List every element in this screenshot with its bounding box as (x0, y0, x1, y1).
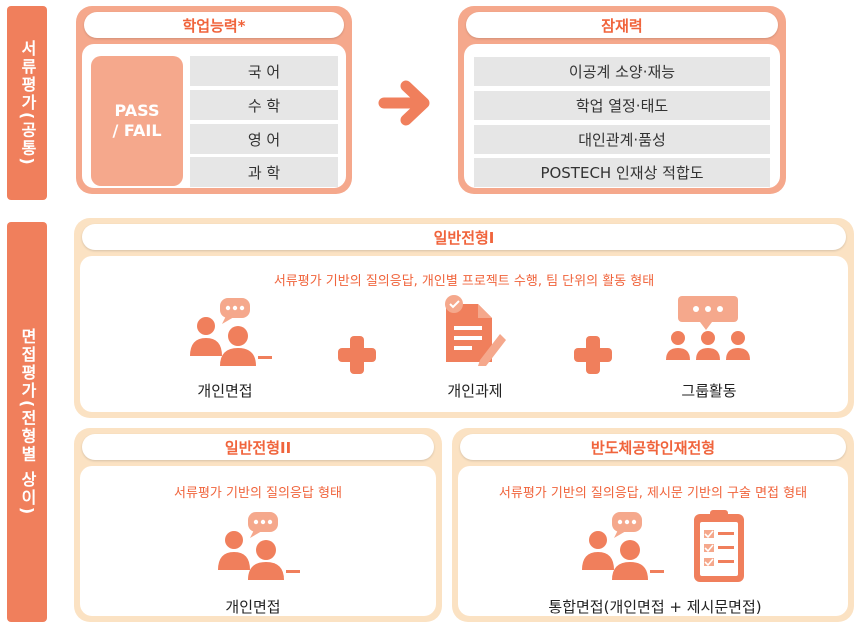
assignment-icon (445, 295, 506, 366)
interview-icon (218, 512, 300, 580)
general-track-1-title: 일반전형I (82, 224, 846, 250)
potential-item: POSTECH 인재상 적합도 (474, 158, 770, 187)
potential-title: 잠재력 (466, 12, 778, 38)
document-review-side-label: 서류평가(공통) (7, 6, 47, 200)
general-track-2-description: 서류평가 기반의 질의응답 형태 (174, 486, 342, 501)
individual-task-label: 개인과제 (447, 382, 503, 400)
semiconductor-track-description: 서류평가 기반의 질의응답, 제시문 기반의 구술 면접 형태 (498, 486, 808, 501)
individual-interview-label: 개인면접 (225, 598, 281, 616)
interview-icon (582, 512, 664, 580)
subject-math: 수 학 (190, 90, 338, 120)
general-track-2-box: 일반전형II 서류평가 기반의 질의응답 형태 (74, 428, 442, 622)
individual-interview-label: 개인면접 (197, 382, 253, 400)
general-track-1-description: 서류평가 기반의 질의응답, 개인별 프로젝트 수행, 팀 단위의 활동 형태 (273, 274, 655, 289)
general-track-2-title: 일반전형II (82, 434, 434, 460)
plus-icon (338, 336, 376, 374)
subject-korean: 국 어 (190, 56, 338, 86)
academic-title: 학업능력* (84, 12, 344, 38)
integrated-interview-label: 통합면접(개인면접 + 제시문면접) (548, 598, 762, 616)
group-activity-label: 그룹활동 (681, 382, 737, 400)
interview-icon (190, 298, 272, 366)
potential-item: 학업 열정·태도 (474, 91, 770, 120)
arrow-right-icon (378, 80, 430, 126)
clipboard-icon (694, 510, 744, 582)
semiconductor-track-box: 반도체공학인재전형 서류평가 기반의 질의응답, 제시문 기반의 구술 면접 형… (452, 428, 854, 622)
subject-science: 과 학 (190, 157, 338, 187)
group-activity-icon (666, 296, 750, 360)
pass-fail-badge: PASS/ FAIL (91, 56, 183, 186)
plus-icon (574, 336, 612, 374)
semiconductor-track-title: 반도체공학인재전형 (460, 434, 846, 460)
interview-side-label: 면접평가(전형별 상이) (7, 222, 47, 622)
subject-english: 영 어 (190, 124, 338, 154)
potential-item: 대인관계·품성 (474, 125, 770, 154)
potential-item: 이공계 소양·재능 (474, 57, 770, 86)
